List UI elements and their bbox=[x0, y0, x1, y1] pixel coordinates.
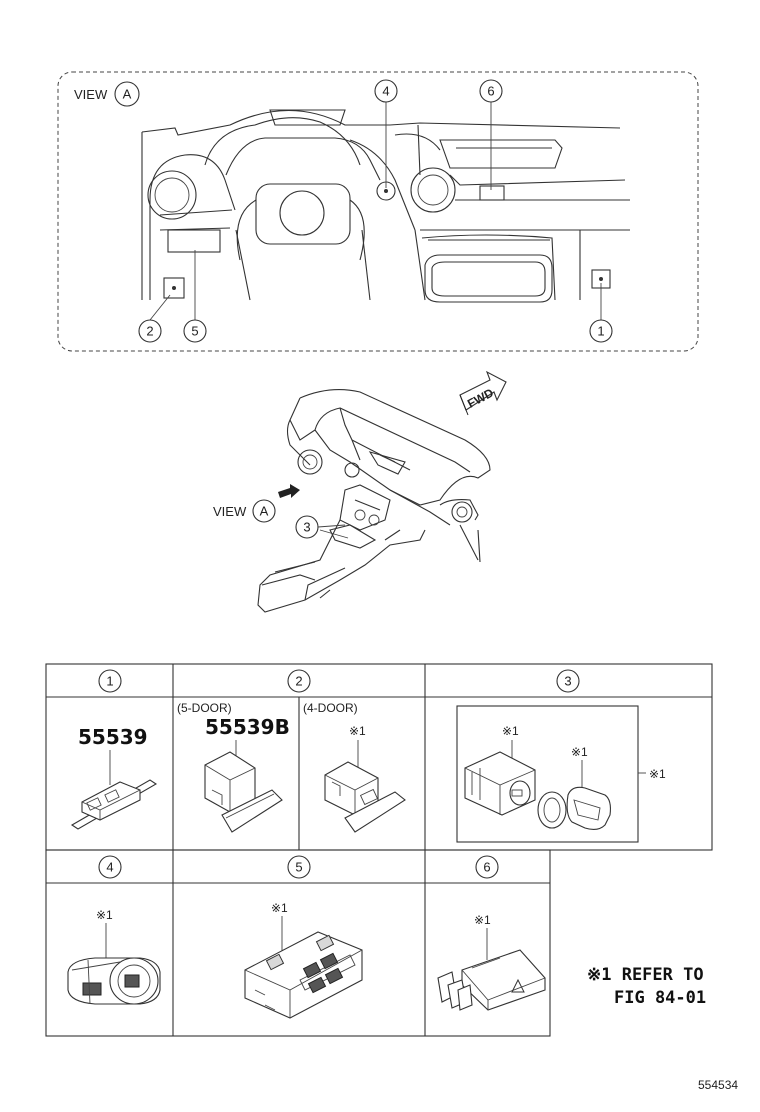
table-row-2 bbox=[45, 849, 551, 1037]
ref-mark-5: ※1 bbox=[271, 901, 288, 915]
callout-3: 3 bbox=[303, 520, 310, 535]
header-5: 5 bbox=[295, 860, 302, 875]
switch-panel-5 bbox=[167, 229, 221, 253]
part-number-55539B: 55539B bbox=[205, 715, 290, 739]
right-vent bbox=[410, 167, 456, 213]
callout-5-circle bbox=[183, 319, 207, 343]
header-6: 6 bbox=[483, 860, 490, 875]
ref-mark-3a: ※1 bbox=[502, 724, 519, 738]
header-5-circle bbox=[287, 855, 311, 879]
part-push-switch-drawing bbox=[67, 957, 161, 1005]
callout-6: 6 bbox=[487, 84, 494, 99]
ref-mark-2b: ※1 bbox=[349, 724, 366, 738]
isometric-dashboard: FWD VIEW A 3 bbox=[213, 370, 507, 613]
part-55539-drawing bbox=[70, 779, 158, 830]
iso-view-letter: A bbox=[260, 504, 269, 519]
part-switch-panel-drawing bbox=[244, 931, 363, 1019]
hazard-triangle-icon bbox=[511, 978, 525, 993]
header-4: 4 bbox=[106, 860, 113, 875]
ref-mark-3c: ※1 bbox=[649, 767, 666, 781]
callout-2: 2 bbox=[146, 324, 153, 339]
header-4-circle bbox=[98, 855, 122, 879]
note-line-1: ※1 REFER TO bbox=[587, 965, 704, 985]
left-vent bbox=[147, 170, 197, 220]
steering-wheel-hub bbox=[255, 183, 351, 245]
switch-6 bbox=[479, 185, 505, 201]
header-6-circle bbox=[475, 855, 499, 879]
callout-1: 1 bbox=[597, 324, 604, 339]
header-3: 3 bbox=[564, 674, 571, 689]
ref-mark-4: ※1 bbox=[96, 908, 113, 922]
table-row-1 bbox=[45, 663, 713, 851]
view-arrow bbox=[278, 484, 300, 498]
callout-5: 5 bbox=[191, 324, 198, 339]
callout-1-circle bbox=[589, 319, 613, 343]
view-a-label: VIEW bbox=[74, 87, 108, 102]
callout-4: 4 bbox=[382, 84, 389, 99]
header-2: 2 bbox=[295, 674, 302, 689]
callout-4-circle bbox=[374, 79, 398, 103]
header-1: 1 bbox=[106, 674, 113, 689]
view-a-letter: A bbox=[123, 87, 132, 102]
parts-table: 1 2 3 4 5 6 55539 (5-DOOR) 55539B bbox=[45, 663, 713, 1037]
iso-left-vent bbox=[297, 449, 323, 475]
callout-2-circle bbox=[138, 319, 162, 343]
iso-right-vent bbox=[451, 501, 473, 523]
part-number-55539: 55539 bbox=[78, 725, 148, 749]
part-4-door-switch-drawing bbox=[324, 761, 406, 833]
header-2-circle bbox=[287, 669, 311, 693]
center-display bbox=[368, 451, 406, 475]
fwd-arrow bbox=[459, 370, 507, 411]
ref-mark-3b: ※1 bbox=[571, 745, 588, 759]
variant-5-door: (5-DOOR) bbox=[177, 701, 232, 715]
center-stack bbox=[339, 484, 391, 531]
ref-mark-6: ※1 bbox=[474, 913, 491, 927]
figure-number: 554534 bbox=[698, 1078, 738, 1092]
lighter-subframe bbox=[456, 705, 639, 843]
iso-view-label: VIEW bbox=[213, 504, 247, 519]
view-a-dashed-frame bbox=[57, 71, 699, 352]
callout-6-circle bbox=[479, 79, 503, 103]
note-line-2: FIG 84-01 bbox=[614, 988, 706, 1008]
lighter-socket-drawing bbox=[464, 751, 611, 831]
variant-4-door: (4-DOOR) bbox=[303, 701, 358, 715]
header-3-circle bbox=[556, 669, 580, 693]
part-55539B-drawing bbox=[204, 751, 283, 833]
header-1-circle bbox=[98, 669, 122, 693]
view-a-letter-circle bbox=[114, 81, 140, 107]
dashboard-outline bbox=[141, 109, 630, 303]
iso-view-letter-circle bbox=[252, 499, 276, 523]
view-a-panel: VIEW A bbox=[57, 71, 699, 352]
part-hazard-switch-drawing bbox=[437, 949, 546, 1011]
view-a-leaders bbox=[149, 102, 602, 321]
